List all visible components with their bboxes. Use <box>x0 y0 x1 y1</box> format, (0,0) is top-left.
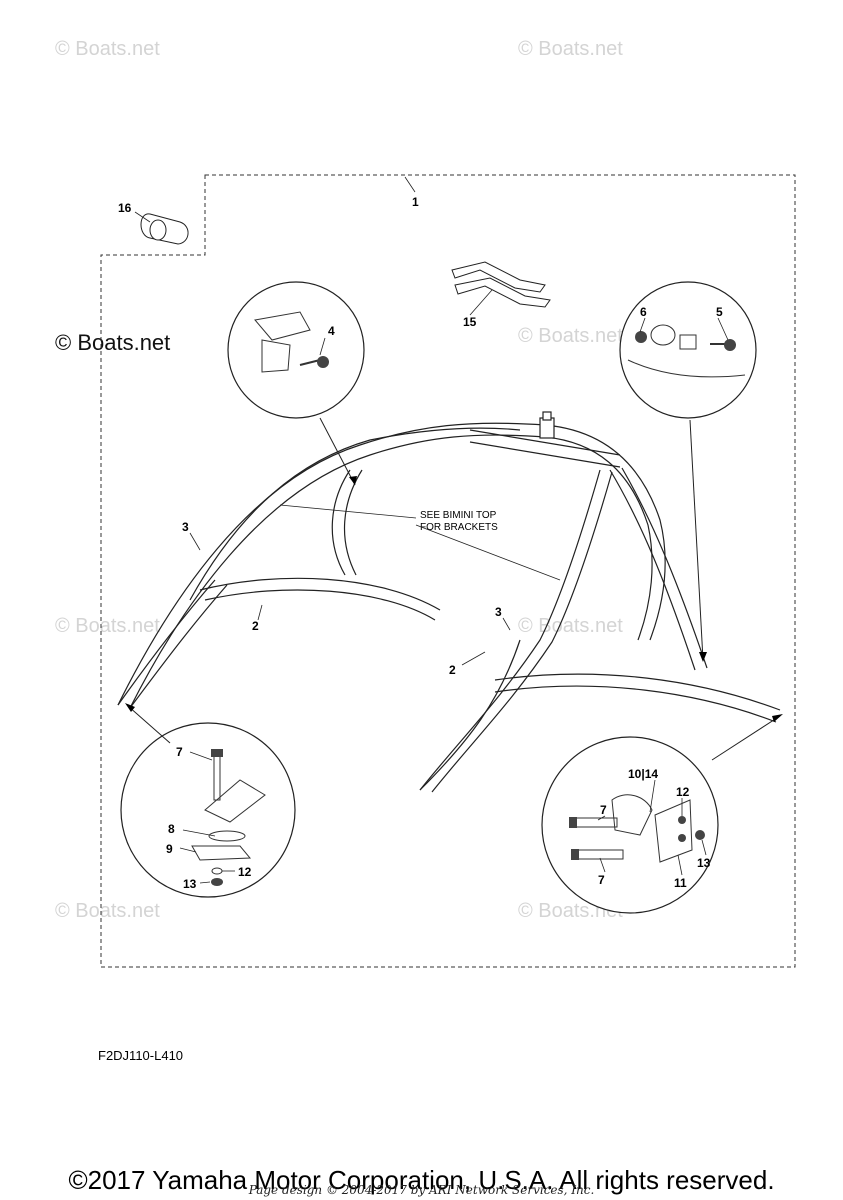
detail-circle-foot-right <box>541 714 783 914</box>
watermark: © Boats.net <box>55 38 160 60</box>
watermark: © Boats.net <box>55 615 160 637</box>
watermark: © Boats.net <box>55 900 160 922</box>
callout-4: 4 <box>328 324 335 338</box>
callout-6: 6 <box>640 305 647 319</box>
callout-5: 5 <box>716 305 723 319</box>
watermark: © Boats.net <box>518 325 623 347</box>
callout-2-left: 2 <box>252 619 259 633</box>
callout-16: 16 <box>118 201 132 215</box>
callout-10-14: 10|14 <box>628 767 658 781</box>
callout-1: 1 <box>412 195 419 209</box>
part-15-bracket <box>451 261 551 308</box>
callout-7-right-top: 7 <box>600 803 607 817</box>
page-design-credit: Page design © 2004-2017 by ARI Network S… <box>248 1183 595 1197</box>
callout-2-right: 2 <box>449 663 456 677</box>
callout-13-right: 13 <box>697 856 711 870</box>
bimini-note-line1: SEE BIMINI TOP <box>420 510 497 521</box>
callout-12-right: 12 <box>676 785 690 799</box>
kit-boundary <box>100 174 796 968</box>
callout-7-right-bottom: 7 <box>598 873 605 887</box>
callout-7-left: 7 <box>176 745 183 759</box>
callout-3-right: 3 <box>495 605 502 619</box>
detail-circle-knob-left <box>227 281 365 486</box>
callout-8: 8 <box>168 822 175 836</box>
tower-frame <box>117 411 781 793</box>
bimini-note-line2: FOR BRACKETS <box>420 522 498 533</box>
callout-13-left: 13 <box>183 877 197 891</box>
callout-9: 9 <box>166 842 173 856</box>
watermark-dark: © Boats.net <box>55 330 171 355</box>
detail-circle-knob-right <box>619 281 757 662</box>
callout-11: 11 <box>674 876 687 890</box>
part-16-plug <box>140 213 189 245</box>
callout-15: 15 <box>463 315 477 329</box>
copyright-text: ©2017 Yamaha Motor Corporation, U.S.A. A… <box>68 1165 775 1195</box>
watermark: © Boats.net <box>518 38 623 60</box>
detail-circle-foot-left <box>120 703 296 898</box>
callout-3-left: 3 <box>182 520 189 534</box>
diagram-code: F2DJ110-L410 <box>98 1048 184 1063</box>
callout-12-left: 12 <box>238 865 252 879</box>
